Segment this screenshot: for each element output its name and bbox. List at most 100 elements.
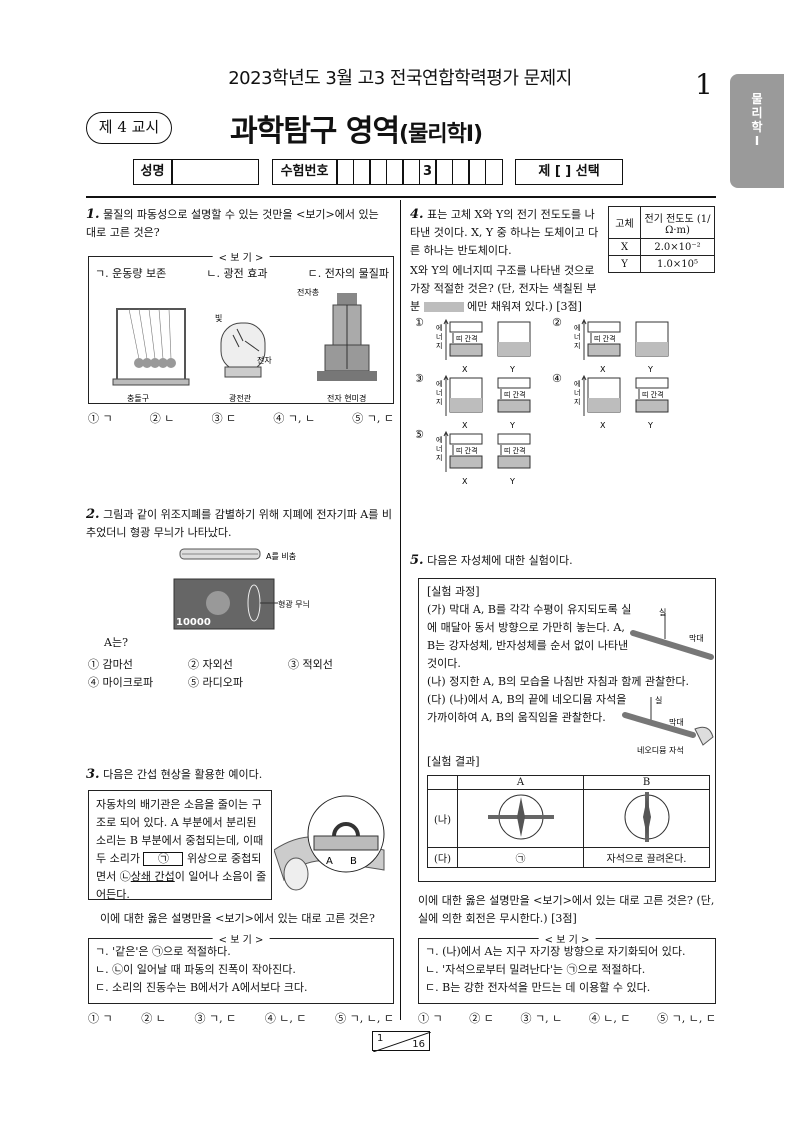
- fig-label: 빛: [215, 313, 222, 323]
- subject-main: 과학탐구 영역: [230, 114, 400, 149]
- question-text: 표는 고체 X와 Y의 전기 전도도를 나타낸 것이다. X, Y 중 하나는 …: [410, 208, 599, 257]
- filled-region: [588, 398, 620, 412]
- valence-band: [587, 343, 621, 357]
- fig-label: 실: [655, 695, 662, 705]
- choice[interactable]: ① ㄱ: [418, 1012, 443, 1025]
- choice[interactable]: ② ㄴ: [141, 1012, 166, 1025]
- gap-label: 띠 간격: [642, 390, 664, 399]
- bogi-item: ㄱ. (나)에서 A는 지구 자기장 방향으로 자기화되어 있다.: [425, 945, 686, 958]
- question-5: 5. 다음은 자성체에 대한 실험이다.: [410, 552, 710, 570]
- side-tab-char: 학: [751, 120, 763, 134]
- choice[interactable]: ⑤ ㄱ, ㄷ: [352, 412, 394, 425]
- choice[interactable]: ⑤ ㄱ, ㄴ, ㄷ: [335, 1012, 394, 1025]
- bogi-item: ㄱ. 운동량 보존: [95, 267, 167, 280]
- exam-number-box[interactable]: [352, 159, 371, 185]
- table-cell: 1.0×10⁵: [640, 255, 715, 273]
- exam-number-box[interactable]: [468, 159, 486, 185]
- arrow-icon: [443, 318, 449, 325]
- choice[interactable]: ④ ㄴ, ㄷ: [588, 1012, 631, 1025]
- answer-choices-q1: ① ㄱ ② ㄴ ③ ㄷ ④ ㄱ, ㄴ ⑤ ㄱ, ㄷ: [88, 410, 394, 428]
- side-tab-char: 물: [751, 92, 763, 106]
- exam-number-box[interactable]: [484, 159, 503, 185]
- valence-band: [497, 399, 531, 413]
- fig-label: 막대: [689, 633, 704, 643]
- table-cell: 자석으로 끌려온다.: [583, 847, 710, 868]
- conduction-band: [497, 377, 531, 389]
- axis-label: 지: [574, 397, 580, 406]
- x-solid-label: X: [462, 421, 468, 430]
- choice[interactable]: ① 감마선: [88, 658, 133, 671]
- axis-label: 너: [436, 388, 442, 397]
- filled-region: [636, 342, 668, 356]
- procedure-da: (다) (나)에서 A, B의 끝에 네오디뮴 자석을 가까이하여 A, B의 …: [427, 693, 627, 724]
- choice[interactable]: ④ 마이크로파: [88, 676, 154, 689]
- choice[interactable]: ① ㄱ: [88, 1012, 113, 1025]
- y-solid-label: Y: [647, 421, 653, 430]
- subject-side-tab: 물 리 학 Ⅰ: [730, 74, 784, 188]
- choice[interactable]: ② ㄴ: [149, 412, 175, 425]
- axis-label: 너: [436, 332, 442, 341]
- student-info-row: 성명 수험번호 3 제 [ ] 선택: [132, 159, 623, 185]
- choice[interactable]: ② ㄷ: [469, 1012, 494, 1025]
- question-text: X와 Y의 에너지띠 구조를 나타낸 것으로 가장 적절한 것은? (단, 전자…: [410, 264, 597, 313]
- current-page: 1: [377, 1033, 384, 1044]
- axis-label: 에: [436, 323, 442, 332]
- answer-choices-q3: ① ㄱ ② ㄴ ③ ㄱ, ㄷ ④ ㄴ, ㄷ ⑤ ㄱ, ㄴ, ㄷ: [88, 1010, 394, 1028]
- question-text: 에만 채워져 있다.) [3점]: [467, 300, 582, 313]
- y-solid-label: Y: [509, 365, 515, 374]
- question-text: 다음은 자성체에 대한 실험이다.: [427, 554, 573, 567]
- exam-number-label: 수험번호: [271, 159, 338, 185]
- choice[interactable]: ③ ㄷ: [211, 412, 237, 425]
- exam-number-box[interactable]: [385, 159, 404, 185]
- passage-text: 이 일어나 소음이 줄어든다.: [96, 870, 267, 901]
- choice[interactable]: ③ ㄱ, ㄴ: [520, 1012, 563, 1025]
- bogi-item: ㄱ. '같은'은 ㉠으로 적절하다.: [95, 945, 231, 958]
- exam-number-digit: 3: [418, 159, 437, 185]
- fig-caption: 충돌구: [127, 394, 149, 403]
- gap-label: 띠 간격: [456, 446, 478, 455]
- fig-label: A: [326, 856, 333, 867]
- choice[interactable]: ⑤ ㄱ, ㄴ, ㄷ: [657, 1012, 716, 1025]
- exhaust-pipe-figure: A B: [274, 795, 385, 891]
- bogi-label: < 보 기 >: [212, 931, 270, 946]
- name-field[interactable]: [171, 159, 259, 185]
- rod-on-string-figure: 실 막대: [630, 607, 714, 660]
- table-row-label: (다): [427, 847, 458, 868]
- page-indicator: 1 16: [372, 1031, 431, 1052]
- choice[interactable]: ③ 적외선: [288, 658, 333, 671]
- axis-label: 너: [436, 444, 442, 453]
- exam-number-box[interactable]: [336, 159, 354, 185]
- bogi-item: ㄴ. 광전 효과: [206, 267, 268, 280]
- option-number: ②: [552, 316, 562, 329]
- question-text: 그림과 같이 위조지폐를 감별하기 위해 지폐에 전자기파 A를 비추었더니 형…: [86, 508, 392, 539]
- exam-number-box[interactable]: [435, 159, 453, 185]
- x-solid-label: X: [600, 421, 606, 430]
- choice[interactable]: ④ ㄱ, ㄴ: [273, 412, 316, 425]
- blank-box: ㉠: [143, 852, 184, 866]
- exam-number-box[interactable]: [402, 159, 420, 185]
- exam-number-box[interactable]: [451, 159, 470, 185]
- conduction-band: [497, 433, 531, 445]
- question-1: 1. 물질의 파동성으로 설명할 수 있는 것만을 <보기>에서 있는 대로 고…: [86, 206, 392, 242]
- phototube-icon: [220, 322, 266, 378]
- answer-choices-q2: ① 감마선 ② 자외선 ③ 적외선 ④ 마이크로파 ⑤ 라디오파: [88, 656, 388, 692]
- question-4-prompt: X와 Y의 에너지띠 구조를 나타낸 것으로 가장 적절한 것은? (단, 전자…: [410, 262, 606, 316]
- choice[interactable]: ③ ㄱ, ㄷ: [194, 1012, 237, 1025]
- passage-text: 자동차의 배기관은 소음을 줄이는 구조로 되어 있다. A 부분에서 분리된 …: [96, 798, 264, 865]
- exam-number-box[interactable]: [369, 159, 387, 185]
- question-text: 물질의 파동성으로 설명할 수 있는 것만을 <보기>에서 있는 대로 고른 것…: [86, 208, 379, 239]
- axis-label: 지: [436, 453, 442, 462]
- valence-band: [635, 399, 669, 413]
- filled-region: [498, 342, 530, 356]
- option-number: ③: [416, 372, 424, 385]
- choice[interactable]: ④ ㄴ, ㄷ: [264, 1012, 307, 1025]
- axis-label: 에: [574, 323, 580, 332]
- choice[interactable]: ① ㄱ: [88, 412, 113, 425]
- table-header: A: [457, 775, 584, 790]
- y-solid-label: Y: [509, 477, 515, 486]
- choice[interactable]: ② 자외선: [188, 658, 233, 671]
- question-number: 1.: [86, 207, 100, 222]
- conduction-band: [449, 433, 483, 445]
- choice[interactable]: ⑤ 라디오파: [188, 676, 243, 689]
- table-row-label: (나): [427, 789, 458, 848]
